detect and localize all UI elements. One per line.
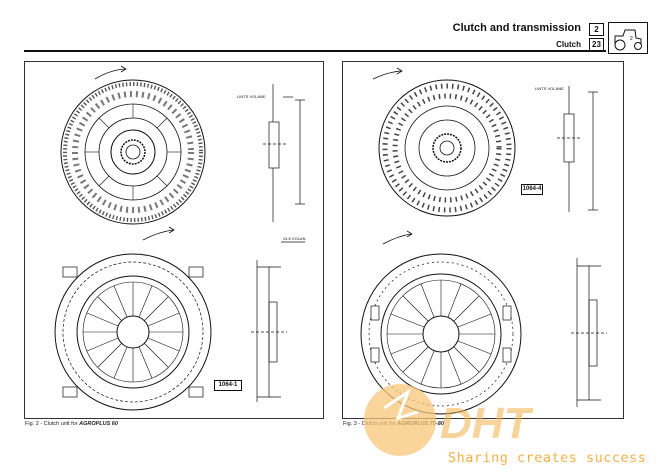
clutch-side-view-drawing: LINTS VOLANE 24.5 VOLAN [237, 84, 306, 243]
clutch-disc-drawing [60, 79, 206, 225]
caption-model: AGROPLUS 60 [79, 421, 118, 427]
figure-panel-left: LINTS VOLANE 24.5 VOLAN [24, 61, 324, 419]
svg-text:DHT: DHT [440, 399, 534, 448]
tractor-icon: 2 [608, 22, 648, 54]
header-rule [24, 50, 606, 52]
svg-text:2: 2 [630, 36, 633, 42]
svg-text:24.5 VOLAN: 24.5 VOLAN [283, 236, 306, 241]
clutch-disc-drawing [378, 79, 516, 217]
clutch-side-view-drawing: LINTS VOLANE [535, 86, 598, 212]
svg-text:LINTS VOLANE: LINTS VOLANE [237, 94, 266, 99]
pressure-plate-drawing [54, 253, 212, 411]
section-title: Clutch [556, 40, 581, 49]
part-label-badge: 1064-1 [214, 380, 242, 391]
pressure-plate-side-drawing [251, 260, 287, 402]
pressure-plate-side-drawing [571, 258, 607, 407]
chapter-number: 2 [589, 23, 604, 36]
part-label-badge: 1064-4 [521, 184, 543, 195]
svg-text:LINTS VOLANE: LINTS VOLANE [535, 86, 564, 91]
figure-caption-left: Fig. 2 - Clutch unit for AGROPLUS 60 [25, 421, 118, 427]
rotation-arrow-icon [94, 65, 175, 241]
pressure-plate-drawing [360, 253, 522, 415]
caption-prefix: Fig. 2 - Clutch unit for [25, 421, 80, 427]
page-title: Clutch and transmission [452, 22, 581, 34]
rotation-arrow-icon [372, 67, 413, 245]
dht-logo-icon: DHT [360, 378, 620, 463]
watermark-slogan: Sharing creates success [448, 450, 647, 466]
figure-panel-right: LINTS VOLANE [342, 61, 624, 419]
